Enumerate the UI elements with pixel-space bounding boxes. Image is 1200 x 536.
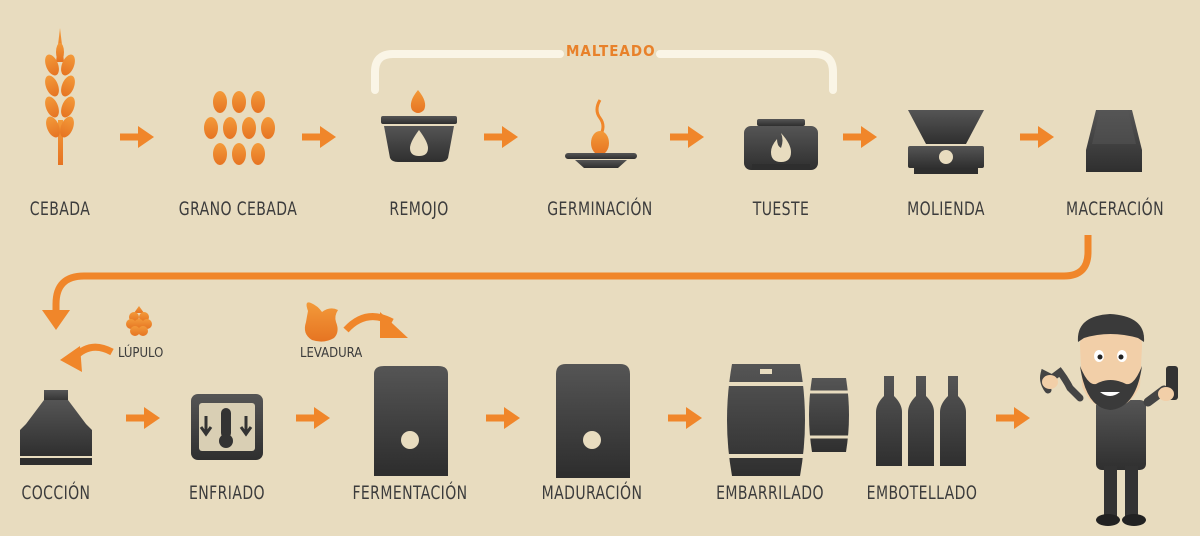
step-label-molienda: MOLIENDA: [907, 198, 985, 220]
step-label-germinacion: GERMINACIÓN: [547, 198, 653, 220]
input-label-lupulo: LÚPULO: [118, 346, 164, 361]
bottles-icon: [876, 376, 966, 466]
fermenter-tank-icon: [374, 366, 448, 476]
step-label-tueste: TUESTE: [752, 198, 810, 220]
step-label-grano-cebada: GRANO CEBADA: [178, 198, 298, 220]
wheat-stalk-icon: [45, 28, 75, 165]
step-label-coccion: COCCIÓN: [21, 482, 91, 504]
malteado-label: MALTEADO: [566, 42, 656, 60]
return-arrow-icon: [52, 235, 1092, 312]
step-label-maduracion: MADURACIÓN: [541, 482, 643, 504]
arrow-icon: [484, 126, 518, 148]
step-label-embotellado: EMBOTELLADO: [866, 482, 978, 504]
step-label-remojo: REMOJO: [389, 198, 449, 220]
step-label-fermentacion: FERMENTACIÓN: [352, 482, 468, 504]
arrow-icon: [996, 407, 1030, 429]
barley-grains-icon: [204, 91, 275, 165]
arrow-icon: [120, 126, 154, 148]
cooler-thermometer-icon: [191, 394, 263, 460]
arrow-icon: [1020, 126, 1054, 148]
sprout-dish-icon: [565, 99, 637, 168]
step-label-enfriado: ENFRIADO: [189, 482, 265, 504]
malteado-bracket: [371, 50, 837, 94]
barrels-icon: [726, 364, 851, 476]
arrow-icon: [668, 407, 702, 429]
curved-arrow-icon: [343, 312, 408, 338]
arrow-icon: [843, 126, 877, 148]
brew-kettle-icon: [20, 390, 92, 465]
bearded-man-with-beer-icon: [1040, 314, 1178, 526]
mash-tun-icon: [1086, 110, 1142, 172]
step-label-maceracion: MACERACIÓN: [1065, 198, 1165, 220]
arrow-icon: [296, 407, 330, 429]
mill-hopper-icon: [908, 110, 984, 174]
curved-arrow-icon: [60, 343, 114, 372]
step-label-embarrilado: EMBARRILADO: [716, 482, 824, 504]
roaster-flame-icon: [744, 119, 818, 170]
hop-cone-icon: [126, 306, 152, 336]
input-label-levadura: LEVADURA: [300, 346, 363, 361]
arrow-icon: [486, 407, 520, 429]
arrow-icon: [670, 126, 704, 148]
arrow-icon: [126, 407, 160, 429]
yeast-sack-icon: [304, 302, 338, 342]
soak-bowl-icon: [381, 90, 457, 162]
step-label-cebada: CEBADA: [29, 198, 91, 220]
arrow-icon: [302, 126, 336, 148]
maturation-tank-icon: [556, 364, 630, 478]
